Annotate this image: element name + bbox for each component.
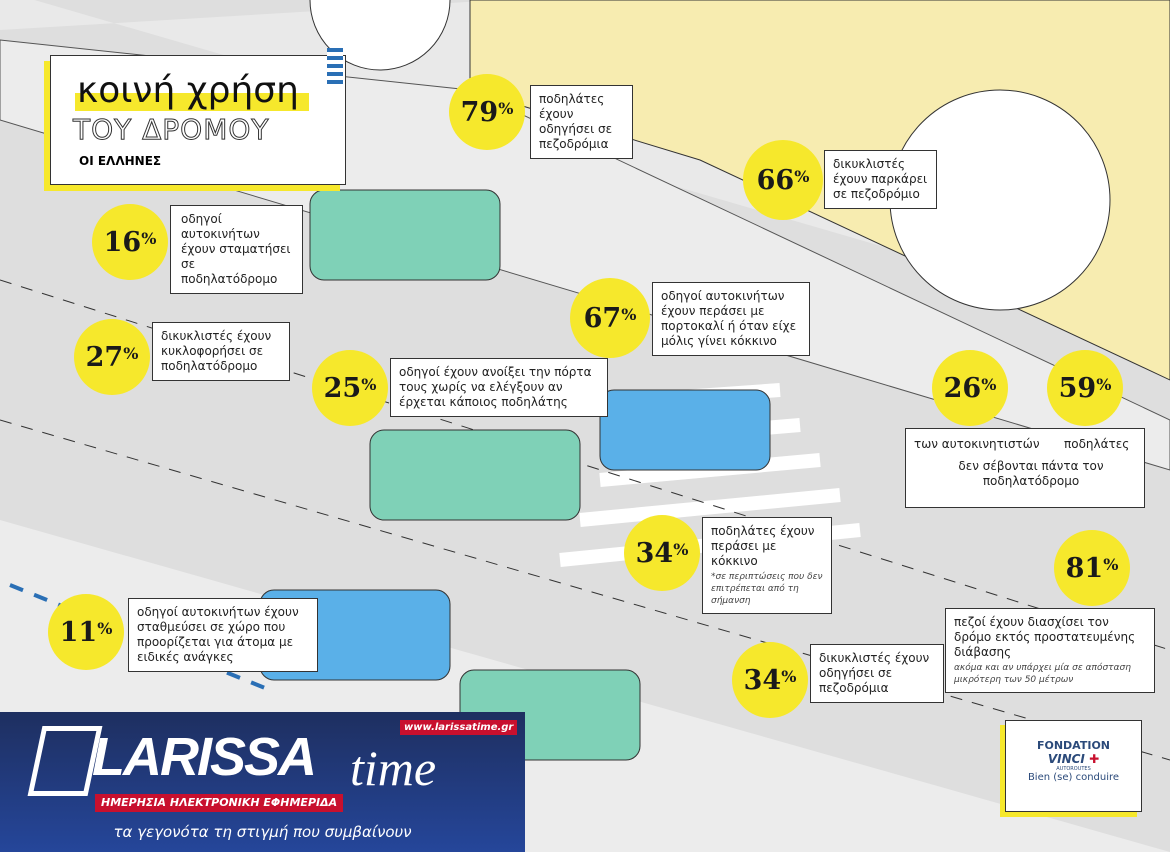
stat-circle: 34% [624, 515, 700, 591]
stat-card: δικυκλιστές έχουν οδηγήσει σε πεζοδρόμια [810, 644, 944, 703]
cars [259, 189, 771, 761]
stat-card: οδηγοί αυτοκινήτων έχουν σταματήσει σε π… [170, 205, 303, 294]
trees [309, 0, 1111, 311]
stat-card: ποδηλάτες έχουν οδηγήσει σε πεζοδρόμια [530, 85, 633, 159]
sponsor-line1: FONDATION [1036, 739, 1110, 752]
vinci-cross-icon: ✚ [1089, 752, 1100, 766]
stat-card: δικυκλιστές έχουν παρκάρει σε πεζοδρόμιο [824, 150, 937, 209]
stat-text: ποδηλάτες έχουν περάσει με κόκκινο [711, 524, 815, 568]
stat-circle: 26% [932, 350, 1008, 426]
sponsor-logo: FONDATION VINCI ✚ AUTOROUTES Bien (se) c… [1005, 720, 1142, 812]
stat-note: ακόμα και αν υπάρχει μία σε απόσταση μικ… [954, 663, 1131, 685]
banner-brand: LARISSA [92, 727, 317, 787]
stat-circle: 34% [732, 642, 808, 718]
greek-flag-icon [327, 48, 343, 86]
banner-url[interactable]: www.larissatime.gr [400, 720, 518, 735]
sponsor-line2: VINCI [1047, 752, 1085, 766]
sponsor-line3: AUTOROUTES [1056, 766, 1091, 772]
stat-circle: 81% [1054, 530, 1130, 606]
sponsor-line4: Bien (se) conduire [1027, 772, 1120, 783]
stat-card: των αυτοκινητιστών ποδηλάτες δεν σέβοντα… [905, 428, 1145, 508]
lane-line [0, 419, 1170, 761]
stat-circle: 11% [48, 594, 124, 670]
stat-circle: 59% [1047, 350, 1123, 426]
stat-note: *σε περιπτώσεις που δεν επιτρέπεται από … [711, 572, 823, 606]
stat-circle: 25% [312, 350, 388, 426]
stat-circle: 67% [570, 278, 650, 358]
stat-text: των αυτοκινητιστών [914, 437, 1040, 451]
stat-circle: 16% [92, 204, 168, 280]
title-card: κοινή χρήση ΤΟΥ ΔΡΟΜΟΥ ΟΙ ΕΛΛΗΝΕΣ [50, 48, 346, 185]
banner-brand2: time [350, 740, 437, 796]
stat-text: ποδηλάτες [1064, 437, 1130, 451]
banner-subtitle: ΗΜΕΡΗΣΙΑ ΗΛΕΚΤΡΟΝΙΚΗ ΕΦΗΜΕΡΙΔΑ [95, 794, 344, 812]
title-line1: κοινή χρήση [75, 71, 309, 111]
stat-card: δικυκλιστές έχουν κυκλοφορήσει σε ποδηλα… [152, 322, 290, 381]
stat-card: οδηγοί αυτοκινήτων έχουν περάσει με πορτ… [652, 282, 810, 356]
stat-text: δεν σέβονται πάντα τον ποδηλατόδρομο [958, 459, 1104, 488]
stat-card: οδηγοί έχουν ανοίξει την πόρτα τους χωρί… [390, 358, 608, 417]
stat-card: πεζοί έχουν διασχίσει τον δρόμο εκτός πρ… [945, 608, 1155, 693]
stat-card: οδηγοί αυτοκινήτων έχουν σταθμεύσει σε χ… [128, 598, 318, 672]
banner-slogan: τα γεγονότα τη στιγμή που συμβαίνουν [113, 823, 412, 841]
stat-circle: 27% [74, 319, 150, 395]
title-line2: ΤΟΥ ΔΡΟΜΟΥ [73, 113, 270, 146]
stat-circle: 79% [449, 74, 525, 150]
stat-text: πεζοί έχουν διασχίσει τον δρόμο εκτός πρ… [954, 615, 1136, 659]
stat-circle: 66% [743, 140, 823, 220]
title-line3: ΟΙ ΕΛΛΗΝΕΣ [79, 154, 162, 168]
larissatime-banner[interactable]: LARISSA time www.larissatime.gr ΗΜΕΡΗΣΙΑ… [0, 712, 525, 852]
stat-card: ποδηλάτες έχουν περάσει με κόκκινο *σε πε… [702, 517, 832, 614]
